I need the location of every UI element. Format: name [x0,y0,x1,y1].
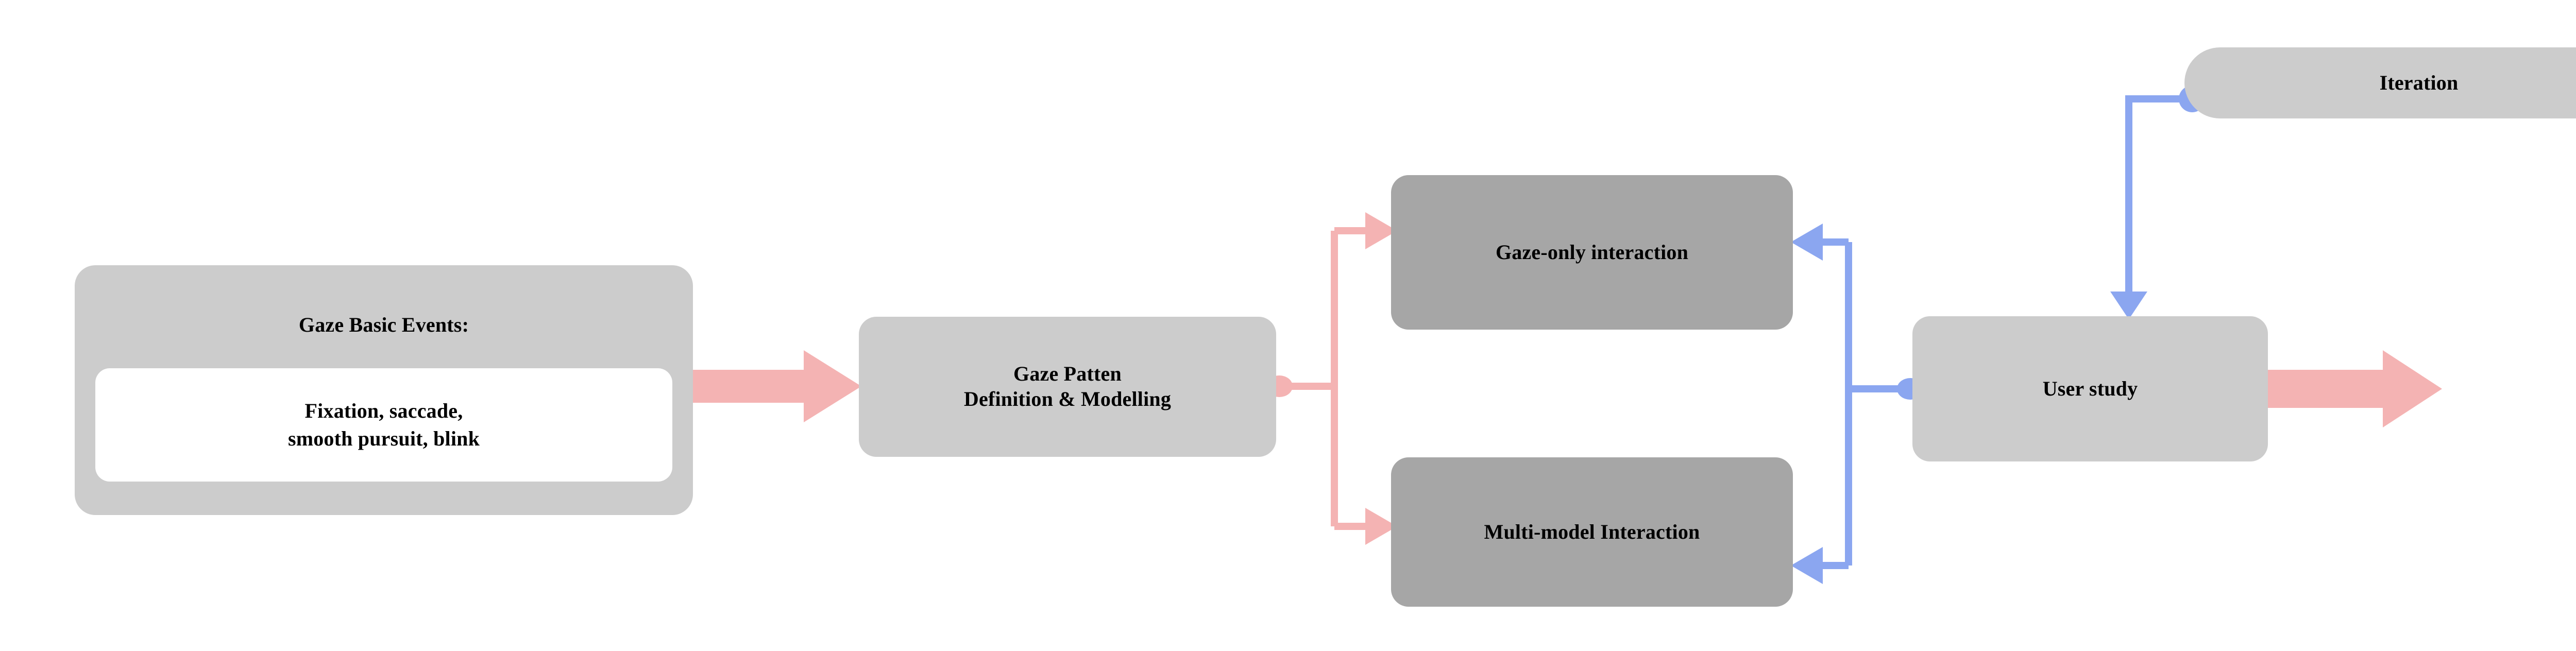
node-gaze-pattern-label: Gaze Patten Definition & Modelling [964,362,1171,412]
node-gaze-only-interaction-label: Gaze-only interaction [1495,240,1689,264]
node-multi-model-interaction-label: Multi-model Interaction [1484,520,1700,543]
node-gaze-only-interaction[interactable]: Gaze-only interaction [1391,175,1793,330]
connector-iteration-to-userstudy [2110,85,2206,319]
node-gaze-basic-events[interactable]: Gaze Basic Events: Fixation, saccade, sm… [75,265,693,515]
node-gaze-basic-events-inner-card[interactable]: Fixation, saccade, smooth pursuit, blink [95,368,672,482]
connector-events-to-pattern [693,350,861,422]
node-user-study-label: User study [2042,376,2138,400]
connector-userstudy-branch [1791,224,1924,584]
inner-text-line-1: Fixation, saccade, [304,399,463,422]
connector-pattern-branch [1266,212,1397,545]
connector-userstudy-to-implementation [2268,350,2442,427]
node-gaze-pattern[interactable]: Gaze Patten Definition & Modelling [859,317,1276,457]
node-gaze-pattern-line-2: Definition & Modelling [963,387,1172,410]
node-gaze-basic-events-inner-text: Fixation, saccade, smooth pursuit, blink [288,397,480,453]
inner-text-line-2: smooth pursuit, blink [287,427,480,450]
node-iteration[interactable]: Iteration [2184,47,2576,118]
node-gaze-pattern-line-1: Gaze Patten [1013,362,1122,386]
node-user-study[interactable]: User study [1912,316,2268,461]
node-gaze-basic-events-title: Gaze Basic Events: [298,313,469,336]
node-multi-model-interaction[interactable]: Multi-model Interaction [1391,457,1793,607]
node-iteration-label: Iteration [2379,71,2459,94]
